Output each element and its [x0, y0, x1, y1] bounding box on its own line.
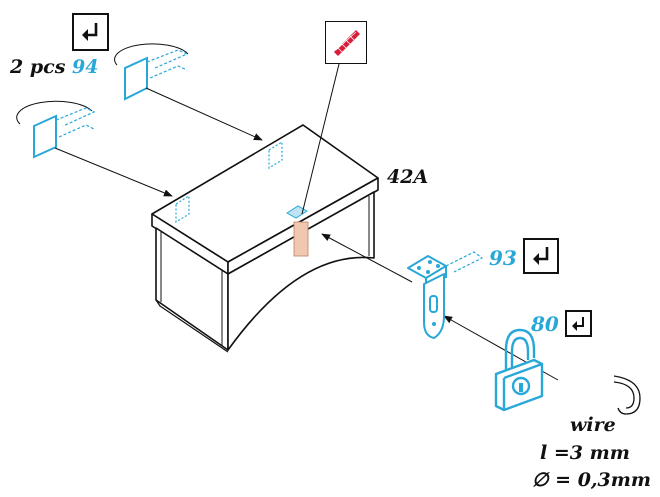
part-number-93: 93 — [489, 246, 517, 270]
assembly-arrows — [54, 59, 559, 381]
bend-instruction-icon-93 — [523, 238, 559, 274]
wire-hook — [613, 375, 641, 415]
padlock-part-80 — [494, 328, 544, 412]
hinge-position-markers — [175, 140, 283, 224]
wire-length: l =3 mm — [540, 442, 630, 464]
paint-swatch-icon — [334, 30, 360, 56]
part-number-42a: 42A — [387, 166, 429, 188]
part-number-80: 80 — [531, 312, 559, 336]
bend-arrow-icon — [572, 317, 584, 331]
hinge-part-94-lower — [16, 100, 96, 159]
pcs-prefix: 2 pcs — [10, 56, 73, 78]
wire-title: wire — [570, 414, 616, 436]
hasp-part-93 — [407, 251, 483, 339]
bend-arrow-icon — [82, 23, 98, 41]
paint-swatch-box — [325, 21, 367, 64]
bend-arrow-icon — [533, 247, 549, 265]
bend-instruction-icon-80 — [565, 310, 592, 337]
part-number-94: 94 — [72, 56, 99, 78]
chest-42a — [151, 124, 379, 353]
hinge-part-94-upper — [114, 43, 189, 101]
front-latch-decal — [286, 205, 309, 257]
bend-instruction-icon-top — [72, 13, 109, 51]
wire-diameter: ∅ = 0,3mm — [532, 469, 651, 491]
hinge-quantity-label: 2 pcs 94 — [10, 58, 98, 77]
